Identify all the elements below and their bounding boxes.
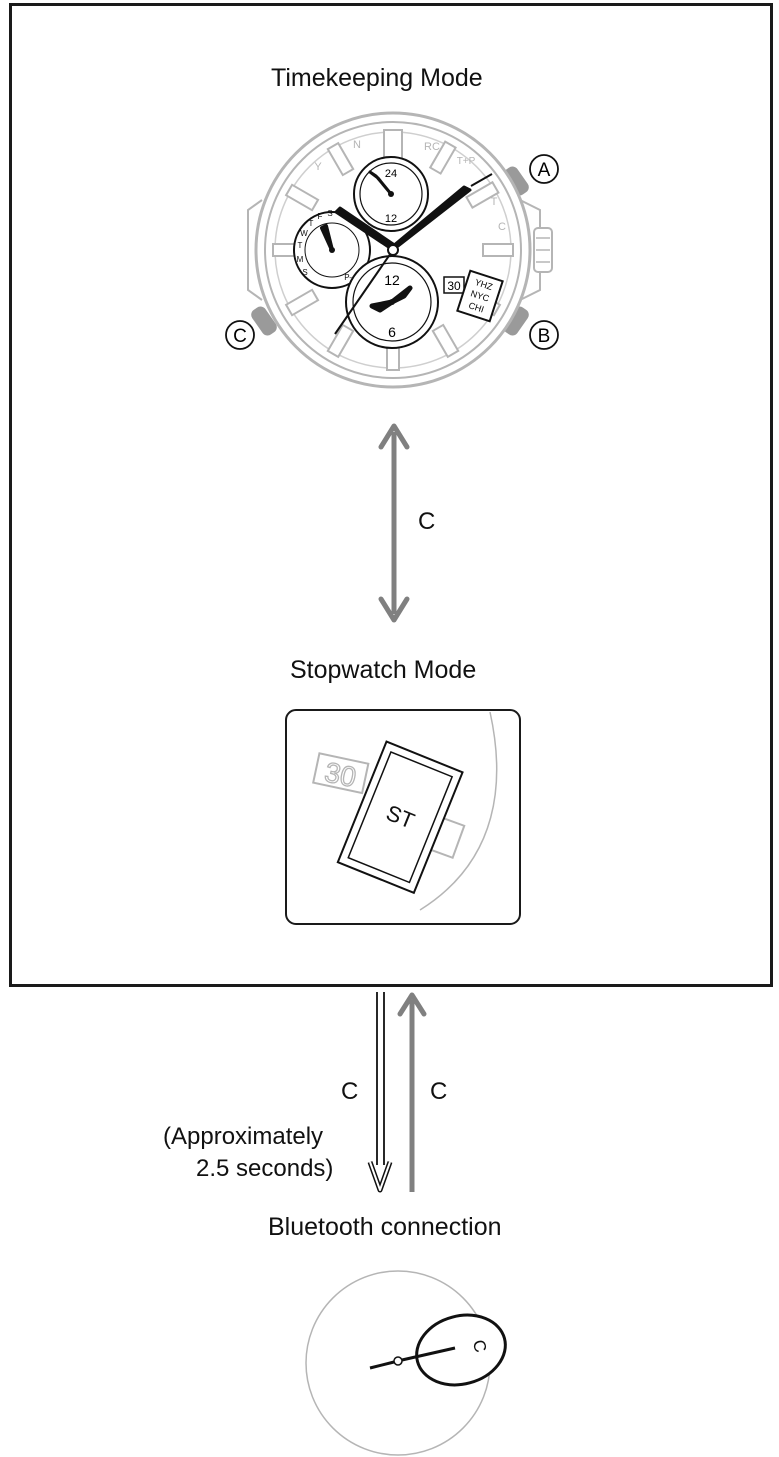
top-subdial-label-12: 12 <box>385 213 397 225</box>
city-code-chi: CHI <box>467 300 485 314</box>
bezel-label-c: C <box>498 221 506 233</box>
bluetooth-connection-title: Bluetooth connection <box>268 1213 502 1241</box>
stopwatch-detail-panel: 30 ST <box>285 709 521 925</box>
transition-label-to-bluetooth: C <box>341 1078 359 1105</box>
button-a-label-circle <box>529 154 559 184</box>
city-indicator: YHZ NYC CHI <box>456 269 504 323</box>
day-value: 30 <box>447 279 461 293</box>
day-label-s2: S <box>327 209 332 218</box>
mode-cycle-frame <box>9 3 773 987</box>
day-label-w: W <box>300 229 308 238</box>
double-arrow-timekeeping-stopwatch <box>378 423 410 623</box>
button-c-icon[interactable] <box>249 304 279 338</box>
bottom-subdial-label-12: 12 <box>384 272 400 288</box>
day-label-f: F <box>318 212 323 221</box>
transition-label-timekeeping-stopwatch: C <box>418 508 436 535</box>
main-hands <box>334 173 493 335</box>
arrow-from-bluetooth <box>397 992 427 1192</box>
button-callouts: A B C <box>225 154 559 350</box>
stopwatch-day-value: 30 <box>322 756 359 793</box>
button-b-label: B <box>538 326 551 347</box>
bottom-subdial: 12 6 <box>345 255 439 349</box>
arrow-to-bluetooth <box>367 992 393 1193</box>
stopwatch-mode-title: Stopwatch Mode <box>290 656 477 684</box>
bottom-subdial-label-6: 6 <box>388 324 396 340</box>
bezel-label-rc: RC <box>424 141 440 153</box>
mode-indicator-window: ST <box>336 740 464 895</box>
top-subdial: 24 12 <box>353 156 429 232</box>
button-c-label-circle <box>225 320 255 350</box>
button-a-icon[interactable] <box>501 164 531 198</box>
day-label-s1: S <box>302 268 307 277</box>
button-b-label-circle <box>529 320 559 350</box>
bezel-label-n: N <box>353 139 361 151</box>
day-label-m: M <box>297 255 304 264</box>
bluetooth-indicator-c: C <box>469 1338 491 1355</box>
transition-label-from-bluetooth: C <box>430 1078 448 1105</box>
bezel-label-y: Y <box>314 161 322 173</box>
button-a-label: A <box>538 160 551 181</box>
day-label-t2: T <box>309 219 314 228</box>
button-c-label: C <box>233 326 247 347</box>
watch-illustration: Y N RC T+P T C 24 12 S M T W T <box>225 111 559 389</box>
timekeeping-mode-title: Timekeeping Mode <box>271 64 483 92</box>
bezel-label-tp: T+P <box>457 156 476 167</box>
bluetooth-detail: C <box>305 1270 507 1456</box>
hold-duration-note-line1: (Approximately <box>163 1123 324 1150</box>
bezel-label-t: T <box>491 196 498 208</box>
button-b-icon[interactable] <box>501 304 531 338</box>
day-label-t1: T <box>298 241 303 250</box>
top-subdial-label-24: 24 <box>385 168 397 180</box>
hold-duration-note-line2: 2.5 seconds) <box>196 1155 334 1182</box>
date-window: 30 <box>443 276 465 294</box>
